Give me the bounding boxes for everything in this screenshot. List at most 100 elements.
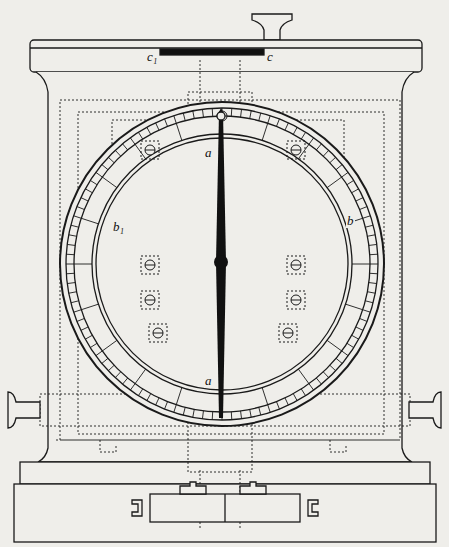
screw-slot bbox=[145, 265, 155, 266]
dial-tick bbox=[69, 292, 77, 293]
dial-tick bbox=[174, 388, 182, 413]
dial-tick bbox=[66, 273, 74, 275]
base-terminals bbox=[132, 482, 318, 522]
dial-tick bbox=[66, 264, 92, 265]
dial-tick bbox=[96, 340, 117, 355]
dial-tick bbox=[293, 394, 297, 401]
dial-tick bbox=[316, 378, 321, 384]
screw bbox=[145, 260, 155, 270]
dial-tick bbox=[285, 123, 288, 130]
dial-tick bbox=[74, 216, 99, 224]
dial-tick bbox=[102, 358, 108, 363]
dial-tick bbox=[231, 108, 233, 116]
internal-frame bbox=[40, 60, 410, 530]
screw-slot bbox=[145, 150, 155, 151]
contact-bar bbox=[160, 49, 264, 55]
needle bbox=[214, 108, 228, 418]
base-rim bbox=[20, 462, 430, 484]
dial-tick bbox=[347, 343, 354, 347]
plate bbox=[279, 324, 297, 342]
dial-tick bbox=[130, 369, 145, 390]
dial-tick bbox=[346, 304, 371, 312]
part-letter: c₁ bbox=[146, 50, 158, 64]
dial-tick bbox=[316, 144, 321, 150]
dial-tick bbox=[67, 244, 75, 245]
screw-slot bbox=[291, 300, 301, 301]
dial-tick bbox=[108, 365, 114, 370]
dial-tick bbox=[183, 407, 185, 415]
dial-tick bbox=[96, 172, 117, 187]
dial-tick bbox=[165, 402, 168, 409]
dial-tick bbox=[77, 318, 84, 321]
dial-tick bbox=[130, 138, 145, 159]
dial-tick bbox=[85, 189, 92, 193]
dial-tick bbox=[115, 372, 120, 378]
dial-tick bbox=[202, 109, 203, 117]
dial-tick bbox=[81, 198, 88, 201]
part-letter: b bbox=[346, 214, 355, 228]
dial-tick bbox=[123, 144, 128, 150]
dial-tick bbox=[293, 127, 297, 134]
dial-tick bbox=[67, 283, 75, 284]
dial-tick bbox=[231, 412, 233, 420]
screw-slot bbox=[291, 150, 301, 151]
dial-tick bbox=[71, 301, 79, 303]
screw bbox=[145, 145, 155, 155]
dial-tick bbox=[165, 119, 168, 126]
screw bbox=[217, 111, 227, 121]
dial-tick bbox=[66, 254, 74, 256]
dial-tick bbox=[123, 378, 128, 384]
dial-tick bbox=[156, 123, 159, 130]
dial-tick bbox=[262, 388, 270, 413]
dial-tick bbox=[108, 157, 114, 162]
part-letter: a bbox=[204, 374, 213, 388]
dial-tick bbox=[115, 150, 120, 156]
plate bbox=[287, 256, 305, 274]
dial-tick bbox=[327, 172, 348, 187]
dial-tick bbox=[74, 304, 99, 312]
screw bbox=[291, 260, 301, 270]
dial-tick bbox=[147, 394, 151, 401]
dial-tick bbox=[138, 389, 142, 396]
dial-tick bbox=[193, 111, 194, 119]
dial-tick bbox=[212, 412, 214, 420]
dial-tick bbox=[212, 108, 214, 116]
dial-tick bbox=[367, 292, 375, 293]
plate bbox=[149, 324, 167, 342]
dial-tick bbox=[352, 335, 359, 339]
base-plate bbox=[14, 484, 436, 542]
plate bbox=[141, 141, 159, 159]
screw-slot bbox=[291, 265, 301, 266]
dial-tick bbox=[360, 318, 367, 321]
screw bbox=[291, 145, 301, 155]
dial-tick bbox=[183, 113, 185, 121]
dial-tick bbox=[298, 369, 313, 390]
dial-tick bbox=[330, 365, 336, 370]
dial-tick bbox=[352, 264, 378, 265]
dial-tick bbox=[90, 180, 97, 184]
dial-tick bbox=[336, 358, 342, 363]
dial-tick bbox=[138, 132, 142, 139]
dial-tick bbox=[347, 180, 354, 184]
dial-tick bbox=[174, 116, 182, 141]
dial-tick bbox=[360, 207, 367, 210]
dial-tick bbox=[352, 189, 359, 193]
dial-tick bbox=[250, 409, 251, 417]
dial-tick bbox=[330, 157, 336, 162]
dial-tick bbox=[259, 407, 261, 415]
screw bbox=[283, 328, 293, 338]
top-knob bbox=[252, 14, 292, 40]
dial-tick bbox=[85, 335, 92, 339]
plate bbox=[141, 291, 159, 309]
part-letter: a bbox=[204, 146, 213, 160]
screw bbox=[153, 328, 163, 338]
dial-tick bbox=[90, 343, 97, 347]
dial-tick bbox=[370, 273, 378, 275]
dial-tick bbox=[356, 327, 363, 330]
top-cap bbox=[30, 40, 422, 72]
dial-tick bbox=[259, 113, 261, 121]
dial-tick bbox=[102, 165, 108, 170]
dial-tick bbox=[241, 411, 242, 419]
plate bbox=[141, 256, 159, 274]
dial-tick bbox=[370, 254, 378, 256]
